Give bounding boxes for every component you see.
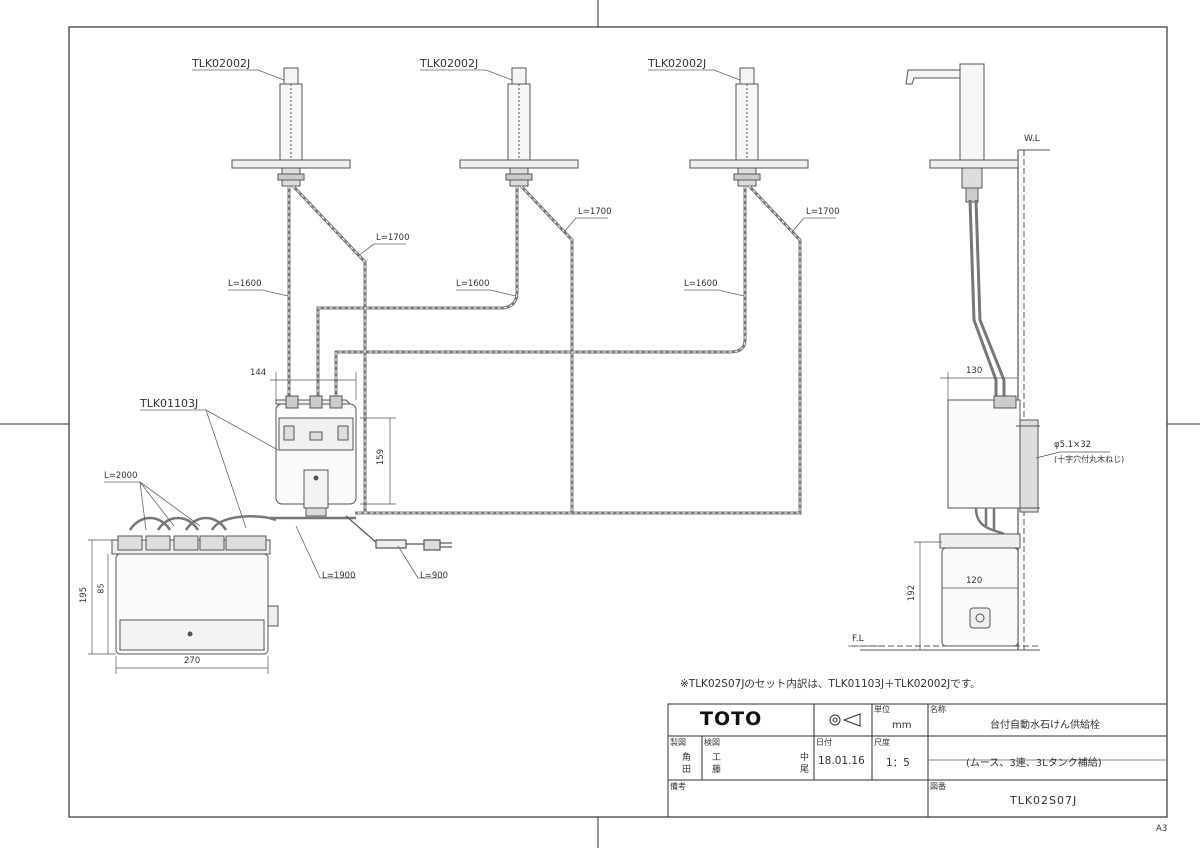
drawing-number-label: 図番 [930,782,946,791]
hose-length-1600-a: L=1600 [228,279,262,289]
hose-length-1700-b: L=1700 [578,207,612,217]
unit-value: mm [892,720,912,731]
faucet-1-label: TLK02002J [192,57,251,70]
dimension-120-label: 120 [966,576,983,586]
hose-length-1900: L=1900 [322,571,356,581]
remark-label: 備考 [670,782,686,791]
drawn-by-2: 田 [682,765,692,775]
cord-length-900: L=900 [420,571,449,581]
faucet-3 [689,67,809,187]
tank-dimensions [88,539,269,674]
dimension-159-label: 159 [376,448,387,466]
faucet-2 [459,67,579,187]
check-label: 検図 [704,738,720,747]
product-subname: (ムース、3連、3Lタンク補給) [966,758,1102,769]
dimension-192-label: 192 [907,584,918,602]
controller-leader [140,409,279,529]
dimension-270-label: 270 [184,656,201,666]
screw-spec: φ5.1×32 [1054,440,1092,450]
checked-by-1: 工 [712,753,722,763]
checked-by-4: 尾 [800,765,810,775]
set-note: ※TLK02S07Jのセット内訳は、TLK01103J＋TLK02002Jです。 [680,678,981,690]
unit-label: 単位 [874,705,890,714]
faucet-1 [231,67,351,187]
hose-length-2000: L=2000 [104,471,138,481]
tank [111,515,356,655]
title-block [667,703,1168,818]
dimension-130-label: 130 [966,366,983,376]
hose-length-1700-c: L=1700 [806,207,840,217]
checked-by-2: 藤 [712,765,722,775]
dimension-bottle-label: 85 [96,583,106,594]
hoses-inner [288,185,801,514]
controller-label: TLK01103J [140,397,199,410]
controller-box [275,395,357,517]
drawing-number: TLK02S07J [1010,794,1078,807]
screw-spec-note: (十字穴付丸木ねじ) [1054,455,1125,464]
faucet-3-label: TLK02002J [648,57,707,70]
dimension-195-label: 195 [79,586,90,604]
date-value: 18.01.16 [818,755,865,767]
product-name: 台付自動水石けん供給栓 [990,720,1100,731]
cord-leaders [295,525,444,579]
drawn-label: 製図 [670,738,686,747]
hose-length-1700-a: L=1700 [376,233,410,243]
side-view [852,63,1050,651]
faucet-2-label: TLK02002J [420,57,479,70]
dimension-144-label: 144 [250,368,267,378]
scale-value: 1：5 [886,757,910,769]
hose-length-1600-b: L=1600 [456,279,490,289]
scale-label: 尺度 [874,738,890,747]
hose-leaders [228,217,836,297]
tank-leader [104,481,201,531]
floor-line-label: F.L [852,634,864,644]
date-label: 日付 [816,738,832,747]
name-label: 名称 [930,705,946,714]
power-cord [345,515,452,551]
faucet-leaders [192,69,741,81]
side-dimensions [848,372,1110,650]
wall-line-label: W.L [1024,134,1040,144]
hose-length-1600-c: L=1600 [684,279,718,289]
dimension-144 [270,372,357,400]
brand-logo: TOTO [700,708,763,730]
checked-by-3: 中 [800,753,810,763]
sheet-size: A3 [1156,824,1168,834]
drawn-by-1: 角 [682,753,692,763]
dimension-159 [360,417,396,505]
